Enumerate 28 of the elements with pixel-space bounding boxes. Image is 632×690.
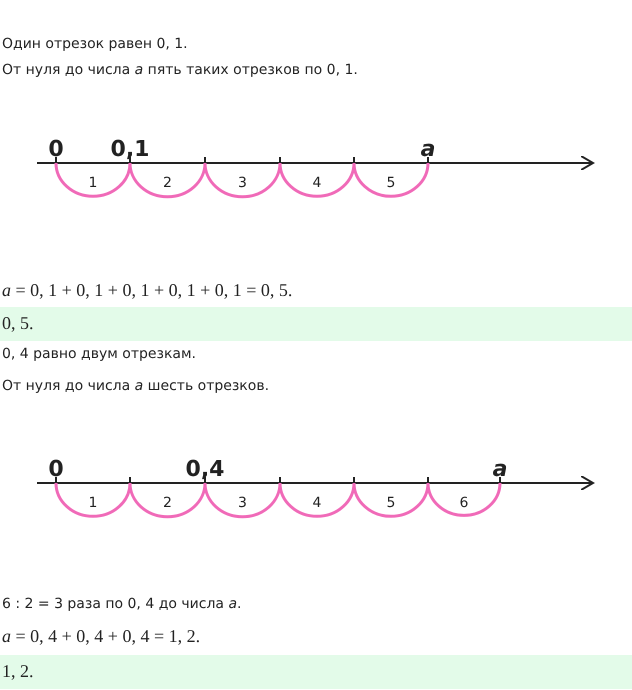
tick-label: a (492, 459, 508, 481)
tick-label: 0,4 (186, 459, 224, 481)
segment-number: 3 (238, 176, 247, 190)
tick-label: 0 (48, 459, 64, 481)
text-line: Один отрезок равен 0, 1. (2, 36, 188, 52)
segment-number: 1 (88, 176, 98, 190)
segment-number: 1 (88, 496, 98, 510)
answer-text: 0, 5. (2, 313, 34, 334)
text-line: 0, 4 равно двум отрезкам. (2, 346, 196, 362)
tick-label: a (420, 139, 436, 161)
text-line: От нуля до числа a шесть отрезков. (2, 378, 270, 394)
answer-band (0, 307, 632, 341)
equation: 6 : 2 = 3 раза по 0, 4 до числа a. (2, 596, 242, 612)
text-line: От нуля до числа a пять таких отрезков по 0, 1. (2, 62, 358, 78)
equation: a = 0, 1 + 0, 1 + 0, 1 + 0, 1 + 0, 1 = 0, 5. (2, 280, 292, 301)
segment-number: 2 (163, 496, 172, 510)
tick-label: 0 (48, 139, 64, 161)
segment-number: 4 (312, 496, 322, 510)
segment-number: 5 (386, 496, 396, 510)
segment-number: 3 (238, 496, 247, 510)
answer-text: 1, 2. (2, 661, 34, 682)
tick-label: 0,1 (110, 139, 150, 161)
equation: a = 0, 4 + 0, 4 + 0, 4 = 1, 2. (2, 626, 200, 647)
segment-number: 6 (460, 496, 468, 510)
segment-number: 2 (163, 176, 172, 190)
segment-number: 5 (386, 176, 396, 190)
answer-band (0, 655, 632, 689)
segment-number: 4 (312, 176, 322, 190)
